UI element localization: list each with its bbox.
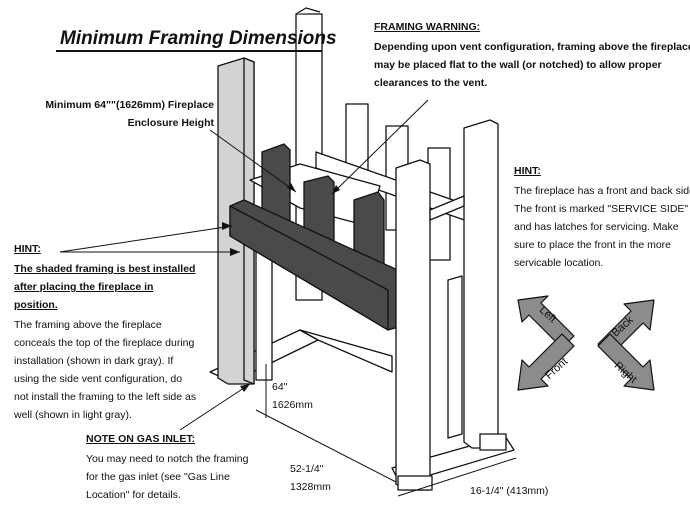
diagram-title: Minimum Framing Dimensions [60,28,337,49]
hint-left-bold-line-3: position. [14,299,58,311]
depth-label: 16-1/4" (413mm) [470,485,549,497]
leader-framing-warning [331,99,429,195]
hint-right-heading: HINT: [514,165,541,177]
framing-warning-heading: FRAMING WARNING: [374,21,481,33]
leader-enclosure-height [209,129,297,193]
hint-right-line-3: and has latches for servicing. Make [514,221,679,233]
enclosure-height-line-2: Enclosure Height [127,117,214,129]
right-front-stud-2 [463,119,499,449]
hint-left-line-5: not install the framing to the left side… [14,391,197,403]
width-inches-label: 52-1/4" [290,463,324,475]
hint-right-line-1: The fireplace has a front and back side. [514,185,690,197]
hint-left-line-6: well (shown in light gray). [14,409,132,421]
base-plate-mid [299,329,393,373]
framing-warning-line-1: Depending upon vent configuration, frami… [374,41,690,53]
hint-right-line-2: The front is marked "SERVICE SIDE" [514,203,689,215]
right-front-header [429,195,465,221]
title-underline [56,50,322,52]
height-mm-label: 1626mm [272,399,313,411]
framing-warning-line-2: may be placed flat to the wall (or notch… [374,59,662,71]
leader-hint-left-1 [59,225,233,253]
hint-left-line-2: conceals the top of the fireplace during [14,337,195,349]
gas-inlet-line-3: Location" for details. [86,489,181,501]
gas-inlet-heading: NOTE ON GAS INLET: [86,433,196,445]
hint-left-line-4: using the side vent configuration, do [14,373,183,385]
hint-left-line-1: The framing above the fireplace [14,319,162,331]
arrow-right-shape [597,333,655,391]
framing-warning-line-3: clearances to the vent. [374,77,488,89]
width-dimension-line [255,409,397,483]
gas-inlet-line-2: for the gas inlet (see "Gas Line [86,471,230,483]
hint-left-bold-line-1: The shaded framing is best installed [14,263,196,275]
depth-dimension-line [397,457,517,497]
right-front-mid-stud [447,275,463,439]
right-front-stud-1 [395,159,431,491]
leader-gas-inlet [179,383,251,431]
hint-right-line-5: servicable location. [514,257,604,269]
height-inches-label: 64" [272,381,288,393]
width-mm-label: 1328mm [290,481,331,493]
front-base-block [397,475,433,491]
front-left-stud [255,247,273,381]
enclosure-height-line-1: Minimum 64""(1626mm) Fireplace [45,99,214,111]
hint-right-line-4: sure to place the front in the more [514,239,672,251]
hint-left-line-3: installation (shown in dark gray). If [14,355,174,367]
hint-left-heading: HINT: [14,243,41,255]
gas-inlet-line-1: You may need to notch the framing [86,453,249,465]
direction-arrows [517,295,655,391]
hint-left-bold-line-2: after placing the fireplace in [14,281,154,293]
arrow-front-shape [517,333,575,391]
